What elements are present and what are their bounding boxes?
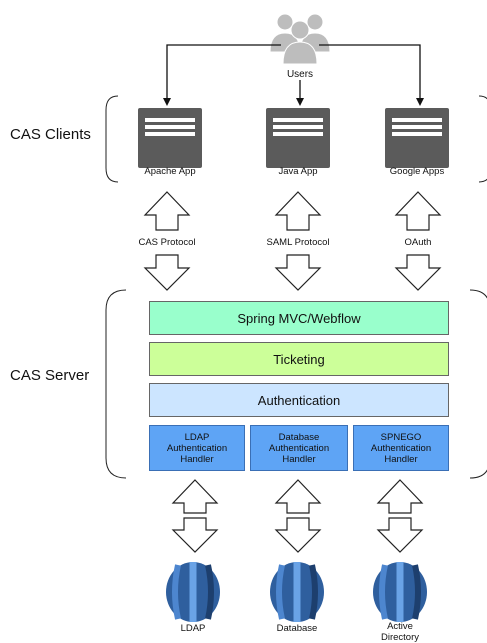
- database-icon-database: [270, 562, 324, 622]
- user-connector-lines: [163, 44, 424, 106]
- handler-line: SPNEGO: [380, 431, 422, 443]
- store-label-line: Database: [276, 623, 318, 634]
- handler-line: Handler: [282, 453, 316, 465]
- store-label-line: Active: [387, 621, 413, 632]
- handler-line: Authentication: [370, 442, 432, 454]
- handler-line: Authentication: [268, 442, 330, 454]
- protocol-arrows: [143, 191, 442, 291]
- client-box-apache: [138, 108, 202, 168]
- users-icon: [269, 13, 331, 65]
- cas-server-label: CAS Server: [10, 367, 90, 384]
- client-box-google: [385, 108, 449, 168]
- database-authentication-handler: Database Authentication Handler: [250, 425, 348, 471]
- handler-line: Database: [278, 431, 320, 443]
- database-icon-active-directory: [373, 562, 427, 622]
- protocol-label-cas: CAS Protocol: [138, 237, 196, 248]
- protocol-label-saml: SAML Protocol: [266, 237, 330, 248]
- client-label-apache: Apache App: [144, 166, 196, 177]
- spnego-authentication-handler: SPNEGO Authentication Handler: [353, 425, 449, 471]
- store-label-line: LDAP: [180, 623, 206, 634]
- store-label-active-directory: Active Directory: [360, 621, 440, 643]
- users-label: Users: [286, 69, 314, 80]
- database-icon-ldap: [166, 562, 220, 622]
- store-label-line: Directory: [380, 632, 419, 643]
- client-box-java: [266, 108, 330, 168]
- clients-bracket: [105, 95, 487, 183]
- authentication-layer: Authentication: [149, 383, 449, 417]
- cas-clients-label: CAS Clients: [10, 126, 91, 143]
- protocol-label-oauth: OAuth: [404, 237, 432, 248]
- handler-line: Handler: [180, 453, 214, 465]
- store-label-database: Database: [257, 623, 337, 634]
- handler-line: LDAP: [184, 431, 210, 443]
- spring-webflow-layer: Spring MVC/Webflow: [149, 301, 449, 335]
- ldap-authentication-handler: LDAP Authentication Handler: [149, 425, 245, 471]
- ticketing-layer: Ticketing: [149, 342, 449, 376]
- handler-line: Handler: [384, 453, 418, 465]
- client-label-java: Java App: [278, 166, 318, 177]
- client-label-google: Google Apps: [389, 166, 445, 177]
- store-arrows: [171, 479, 424, 553]
- handler-line: Authentication: [166, 442, 228, 454]
- store-label-ldap: LDAP: [153, 623, 233, 634]
- server-bracket: [105, 289, 487, 479]
